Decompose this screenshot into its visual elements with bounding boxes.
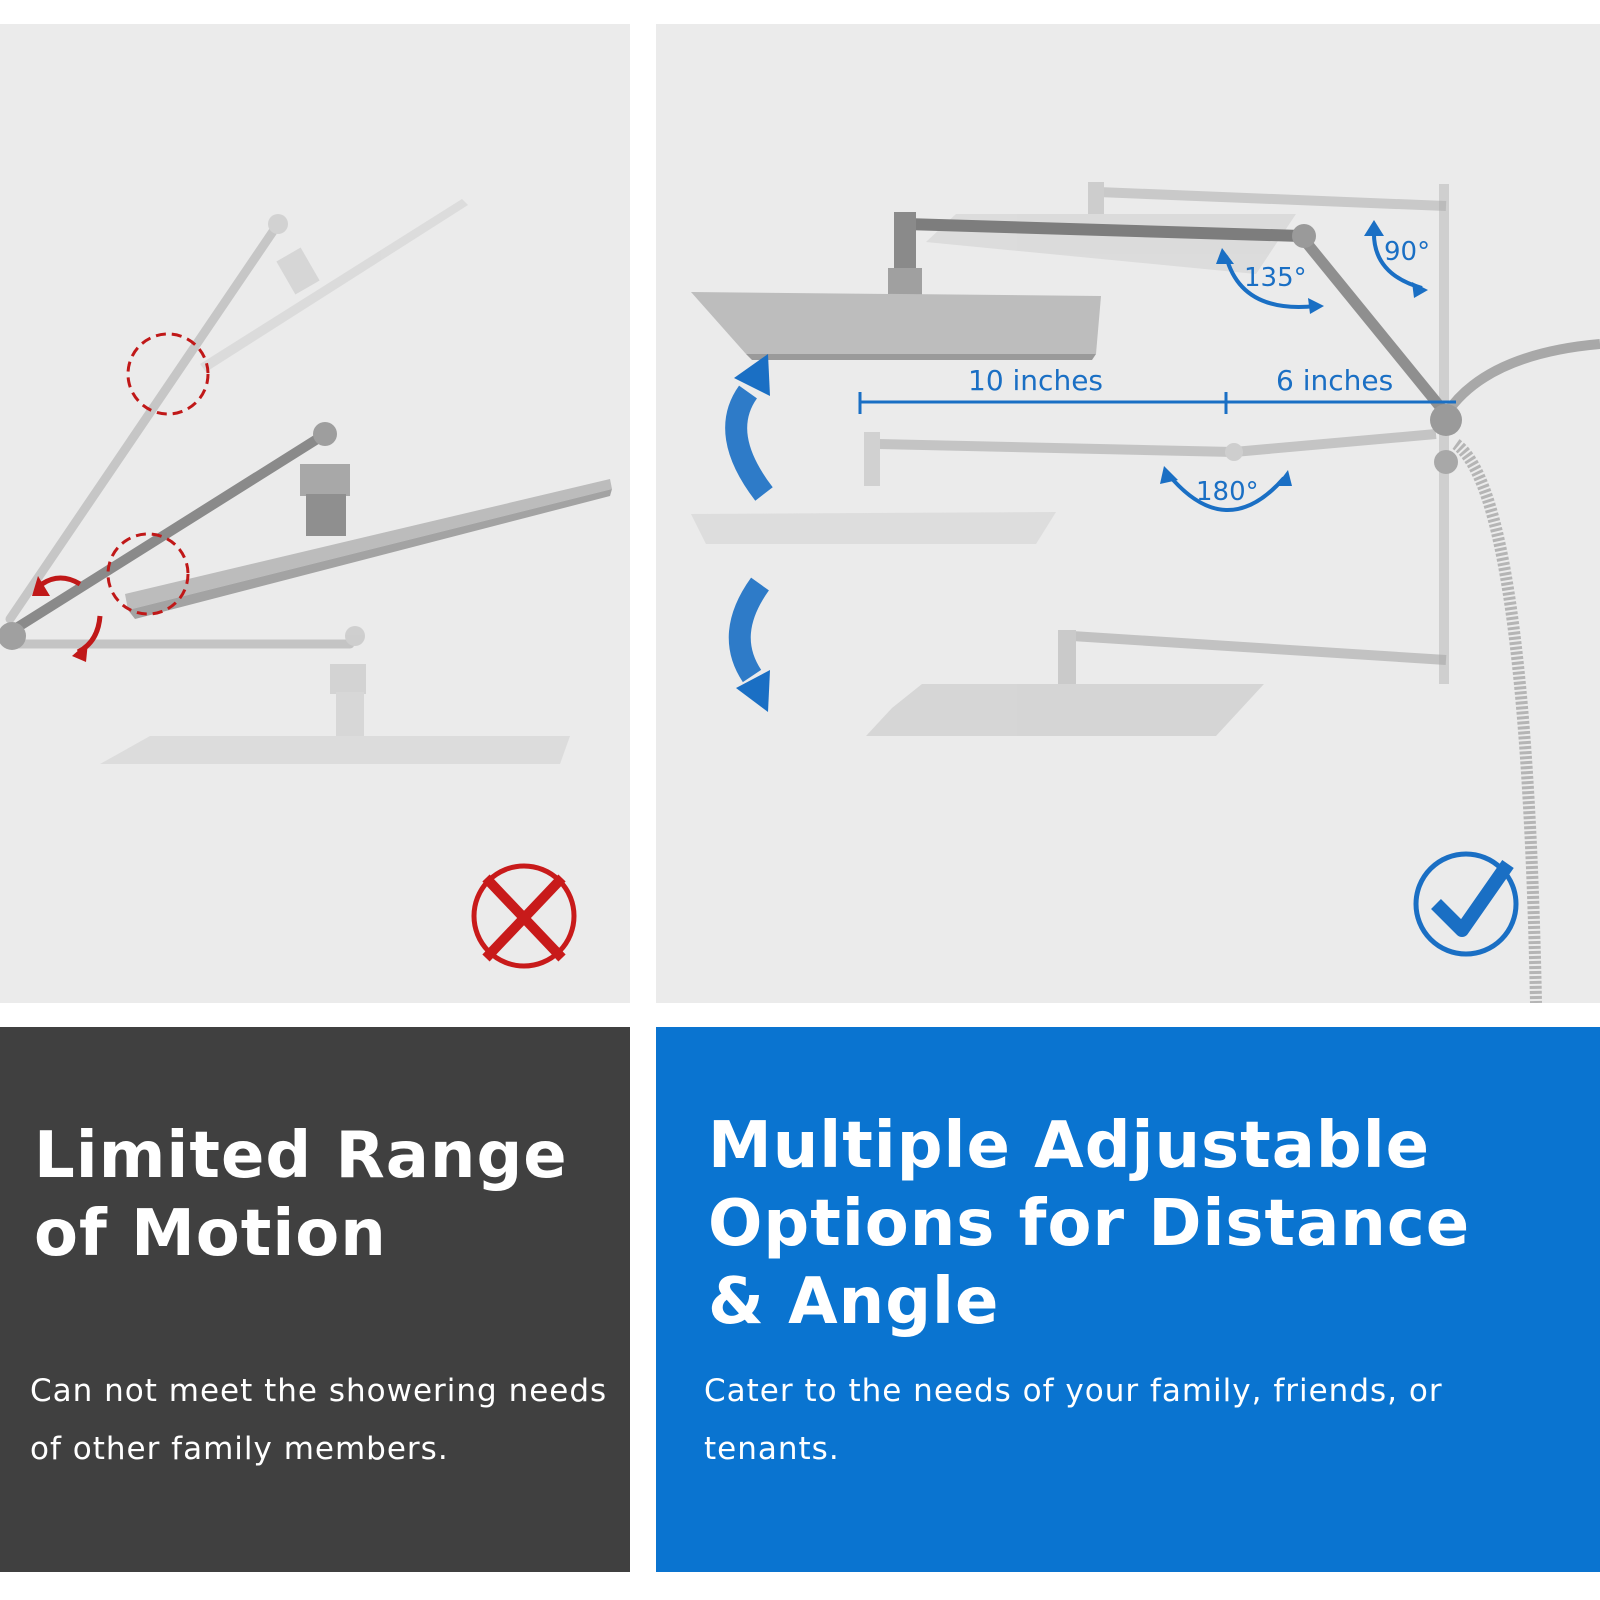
adjustable-options-panel: Multiple Adjustable Options for Distance… (656, 1027, 1600, 1572)
adjustable-arm-shower-drawing: 10 inches 6 inches 135° 90° 180° (691, 182, 1600, 1003)
arrowhead-icon (1276, 470, 1292, 486)
limited-motion-title: Limited Range of Motion (34, 1119, 568, 1271)
angle-arc-180 (1166, 472, 1286, 512)
adjustable-options-description: Cater to the needs of your family, frien… (704, 1373, 1443, 1467)
angle-label-180: 180° (1196, 477, 1259, 507)
shower-hose (1452, 439, 1542, 1003)
arrowhead-icon (1308, 298, 1324, 314)
rotation-arrow-icon (40, 575, 82, 587)
downward-arrow-icon (728, 577, 770, 683)
angle-label-135: 135° (1244, 263, 1307, 293)
shower-arm-ghost-middle (691, 429, 1437, 544)
diverter-valve (1434, 450, 1458, 474)
check-icon (1413, 851, 1519, 957)
cross-icon (471, 863, 577, 969)
fixed-arm-shower-drawing (0, 199, 612, 969)
arrowhead-icon (1216, 248, 1234, 264)
limited-motion-description: Can not meet the showering needs of othe… (30, 1373, 608, 1467)
angle-label-90: 90° (1384, 237, 1430, 267)
joint-highlight-circle (106, 532, 190, 616)
wall-mount (0, 622, 26, 650)
arrowhead-icon (1412, 282, 1428, 298)
shower-head-ghost-lower (5, 626, 570, 764)
adjustable-arm-illustration: 10 inches 6 inches 135° 90° 180° (656, 24, 1600, 1003)
joint-highlight-circle (126, 332, 210, 416)
limited-motion-illustration (0, 24, 630, 1003)
arrowhead-icon (72, 642, 88, 662)
arrowhead-icon (1364, 220, 1384, 236)
limited-motion-panel: Limited Range of Motion Can not meet the… (0, 1027, 630, 1572)
adjustable-options-title: Multiple Adjustable Options for Distance… (708, 1109, 1471, 1339)
arrowhead-icon (32, 576, 50, 596)
shower-head-angled (5, 422, 612, 637)
diverter-valve (1430, 404, 1462, 436)
hand-shower-holder (1441, 339, 1600, 417)
shower-arm-extended (691, 212, 1451, 418)
distance-label-6in: 6 inches (1276, 364, 1393, 397)
shower-arm-ghost-bottom (866, 630, 1447, 736)
distance-label-10in: 10 inches (968, 364, 1103, 397)
arrowhead-icon (734, 354, 770, 396)
arrowhead-icon (1160, 466, 1178, 484)
angle-arc-135 (1224, 255, 1317, 309)
shower-head-ghost-upper (5, 199, 468, 624)
arrowhead-icon (736, 670, 770, 712)
upward-arrow-icon (725, 385, 773, 501)
